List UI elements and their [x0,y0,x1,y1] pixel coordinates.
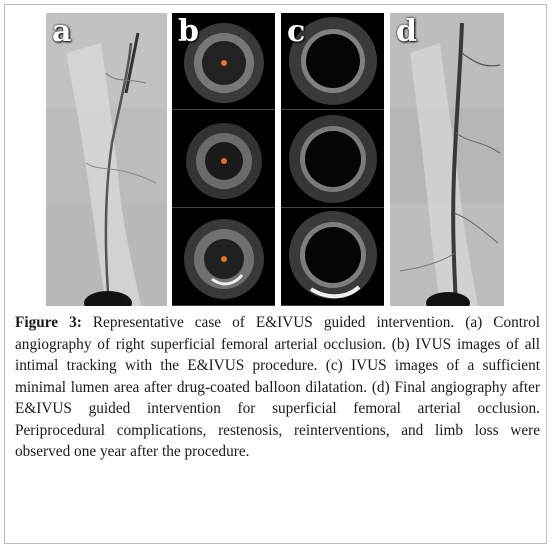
panel-b-ivus: b [172,13,275,306]
angiography-image-d [390,13,504,306]
figure-caption: Figure 3: Representative case of E&IVUS … [15,312,540,463]
figure-frame: a b [4,4,547,544]
figure-caption-label: Figure 3: [15,314,93,331]
ivus-image-c1 [281,13,384,110]
panel-c-ivus: c [281,13,384,306]
panel-c-label: c [287,14,306,49]
panel-d-label: d [396,14,417,49]
ivus-image-b1 [172,13,275,110]
panel-b-label: b [178,14,199,49]
panel-d-angiography: d [390,13,504,306]
panel-a-label: a [52,14,72,49]
figure-caption-text: Representative case of E&IVUS guided int… [15,314,540,460]
ivus-image-b2 [172,111,275,208]
ivus-image-b3 [172,209,275,306]
angiography-image-a [46,13,167,306]
panel-a-angiography: a [46,13,167,306]
ivus-image-c2 [281,111,384,208]
ivus-image-c3 [281,209,384,306]
